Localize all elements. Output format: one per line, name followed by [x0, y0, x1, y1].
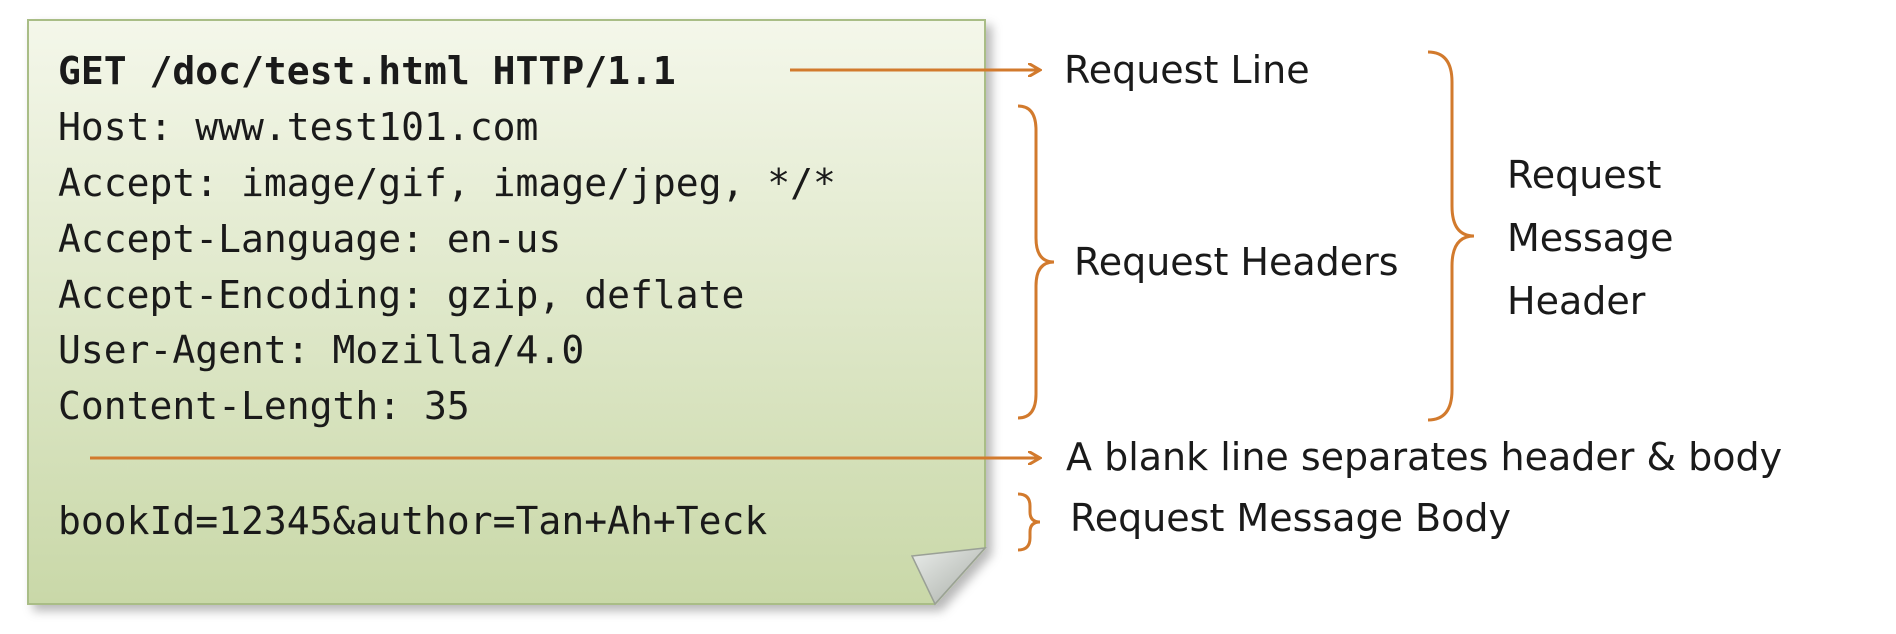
- request-headers-brace: [1017, 104, 1055, 420]
- request-headers-label: Request Headers: [1074, 240, 1399, 284]
- header-content-length: Content-Length: 35: [58, 384, 470, 428]
- note-fold: [910, 547, 987, 606]
- message-header-brace: [1427, 50, 1475, 422]
- message-header-label-line2: Message: [1507, 216, 1674, 260]
- header-host: Host: www.test101.com: [58, 105, 538, 149]
- header-accept-language: Accept-Language: en-us: [58, 217, 561, 261]
- header-user-agent: User-Agent: Mozilla/4.0: [58, 328, 584, 372]
- blank-line-label: A blank line separates header & body: [1066, 435, 1782, 479]
- message-header-label-line3: Header: [1507, 279, 1646, 323]
- request-line-text: GET /doc/test.html HTTP/1.1: [58, 49, 676, 93]
- message-body-label: Request Message Body: [1070, 496, 1511, 540]
- header-accept-encoding: Accept-Encoding: gzip, deflate: [58, 273, 744, 317]
- message-header-label-line1: Request: [1507, 153, 1661, 197]
- request-line-label: Request Line: [1064, 48, 1310, 92]
- request-body-text: bookId=12345&author=Tan+Ah+Teck: [58, 499, 767, 543]
- request-note: GET /doc/test.html HTTP/1.1 Host: www.te…: [27, 19, 987, 606]
- message-body-brace: [1017, 492, 1041, 552]
- header-accept: Accept: image/gif, image/jpeg, */*: [58, 161, 836, 205]
